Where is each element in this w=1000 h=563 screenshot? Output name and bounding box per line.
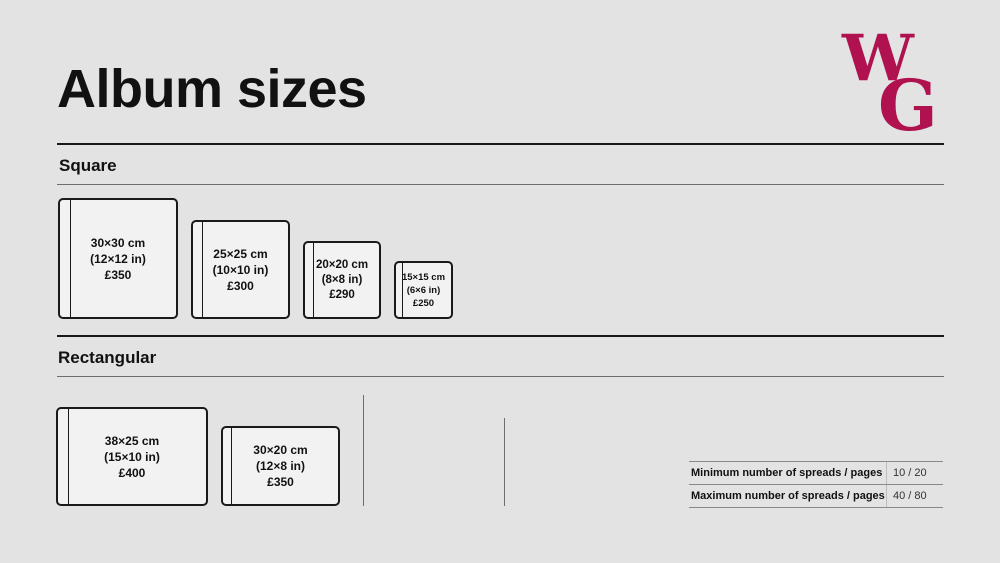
- album-size: 30×30 cm: [90, 235, 146, 250]
- album-size-inches: (12×8 in): [255, 459, 306, 473]
- section-divider-thick: [57, 335, 944, 337]
- spreads-table: Minimum number of spreads / pages 10 / 2…: [689, 461, 943, 508]
- album-size-inches: (8×8 in): [321, 273, 363, 286]
- spec-value: 40 / 80: [893, 490, 927, 502]
- spec-value: 10 / 20: [893, 467, 927, 479]
- album-size: 15×15 cm: [401, 271, 446, 283]
- album-price: £350: [267, 475, 294, 489]
- spec-label: Minimum number of spreads / pages: [689, 462, 887, 484]
- table-row: Maximum number of spreads / pages 40 / 8…: [689, 484, 943, 508]
- section-divider: [57, 184, 944, 185]
- album-size-inches: (12×12 in): [90, 251, 146, 266]
- album-square-20: 20×20 cm (8×8 in) £290: [303, 241, 381, 319]
- album-size: 38×25 cm: [104, 433, 160, 448]
- section-label-rectangular: Rectangular: [58, 348, 157, 367]
- column-divider: [363, 395, 364, 506]
- album-size: 25×25 cm: [213, 246, 268, 261]
- album-size-inches: (10×10 in): [212, 262, 269, 277]
- album-price: £400: [118, 465, 146, 480]
- album-price: £300: [227, 278, 254, 293]
- album-size-inches: (15×10 in): [104, 449, 160, 464]
- section-divider: [57, 376, 944, 377]
- column-divider: [504, 418, 505, 506]
- section-label-square: Square: [59, 156, 117, 175]
- page-title: Album sizes: [57, 59, 367, 119]
- svg-text:G: G: [878, 64, 938, 138]
- title-divider: [57, 143, 944, 145]
- album-price: £290: [329, 288, 355, 301]
- spec-label: Maximum number of spreads / pages: [689, 485, 887, 507]
- album-rect-38x25: 38×25 cm (15×10 in) £400: [56, 407, 208, 506]
- album-size: 30×20 cm: [253, 443, 308, 457]
- album-square-25: 25×25 cm (10×10 in) £300: [191, 220, 290, 319]
- album-square-30: 30×30 cm (12×12 in) £350: [58, 198, 178, 319]
- album-size-inches: (6×6 in): [406, 284, 441, 296]
- wg-logo: W G: [841, 21, 938, 138]
- table-row: Minimum number of spreads / pages 10 / 2…: [689, 461, 943, 484]
- album-rect-30x20: 30×20 cm (12×8 in) £350: [221, 426, 340, 506]
- album-price: £350: [104, 267, 132, 282]
- album-square-15: 15×15 cm (6×6 in) £250: [394, 261, 453, 319]
- album-price: £250: [412, 297, 435, 309]
- album-size: 20×20 cm: [315, 258, 369, 271]
- svg-text:W: W: [841, 21, 915, 96]
